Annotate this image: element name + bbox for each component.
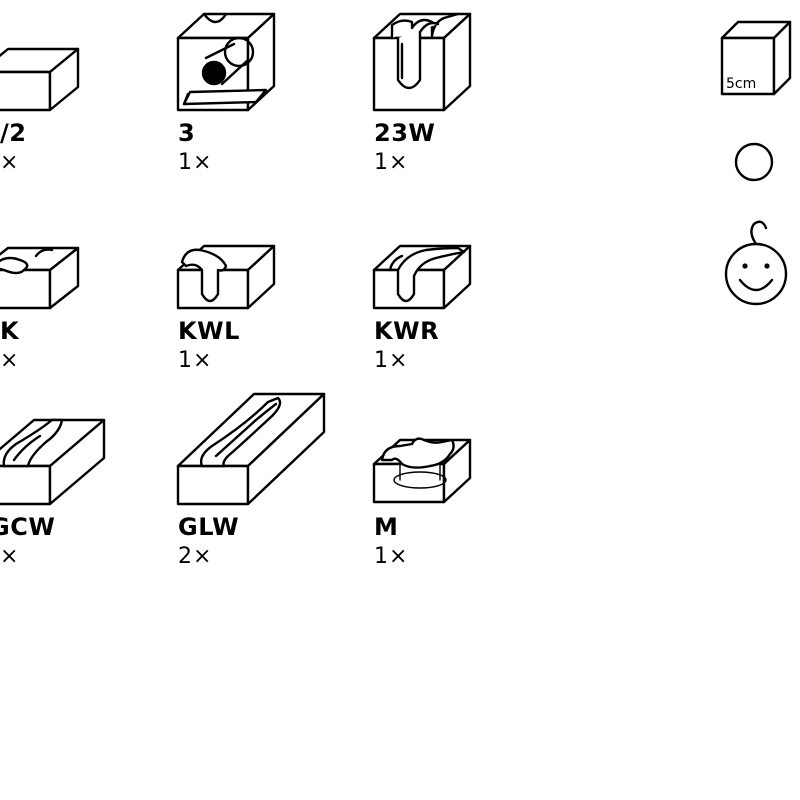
age-reference bbox=[712, 218, 800, 318]
block-curve-left-icon bbox=[176, 244, 276, 310]
piece-code: 3 bbox=[178, 119, 196, 147]
block-groove-short-icon bbox=[0, 418, 106, 506]
child-face-icon bbox=[724, 220, 788, 306]
piece-quantity: × bbox=[0, 544, 20, 569]
block-groove-long-icon bbox=[176, 392, 326, 506]
piece-9: M 1× bbox=[372, 390, 522, 580]
piece-code: GLW bbox=[178, 513, 240, 541]
block-u-channel-icon bbox=[372, 12, 472, 112]
piece-code: M bbox=[374, 513, 399, 541]
piece-6: KWR 1× bbox=[372, 232, 522, 382]
block-curve-icon bbox=[0, 246, 80, 310]
piece-quantity: 1× bbox=[178, 150, 213, 175]
piece-8: GLW 2× bbox=[176, 390, 346, 580]
piece-quantity: 1× bbox=[374, 150, 409, 175]
piece-code: KWR bbox=[374, 317, 440, 345]
size-reference: 5cm bbox=[716, 16, 800, 100]
piece-quantity: 1× bbox=[178, 348, 213, 373]
piece-code: GCW bbox=[0, 513, 56, 541]
piece-7: GCW × bbox=[0, 390, 150, 580]
piece-code: /2 bbox=[0, 119, 27, 147]
ball-reference bbox=[734, 142, 776, 184]
piece-code: 23W bbox=[374, 119, 436, 147]
piece-1: /2 × bbox=[0, 0, 150, 190]
piece-quantity: × bbox=[0, 348, 20, 373]
block-bowl-icon bbox=[372, 437, 472, 504]
piece-code: K bbox=[0, 317, 20, 345]
piece-3: 23W 1× bbox=[372, 0, 522, 190]
piece-quantity: × bbox=[0, 150, 20, 175]
piece-2: 3 1× bbox=[176, 0, 326, 190]
block-ball-icon bbox=[176, 12, 276, 112]
cube-icon: 5cm bbox=[720, 20, 792, 96]
block-curve-right-icon bbox=[372, 244, 472, 310]
piece-4: K × bbox=[0, 232, 150, 382]
piece-5: KWL 1× bbox=[176, 232, 326, 382]
cube-size-label: 5cm bbox=[726, 76, 756, 92]
piece-code: KWL bbox=[178, 317, 240, 345]
ball-icon bbox=[734, 142, 774, 182]
piece-quantity: 1× bbox=[374, 348, 409, 373]
piece-quantity: 2× bbox=[178, 544, 213, 569]
piece-quantity: 1× bbox=[374, 544, 409, 569]
block-half-icon bbox=[0, 47, 80, 112]
